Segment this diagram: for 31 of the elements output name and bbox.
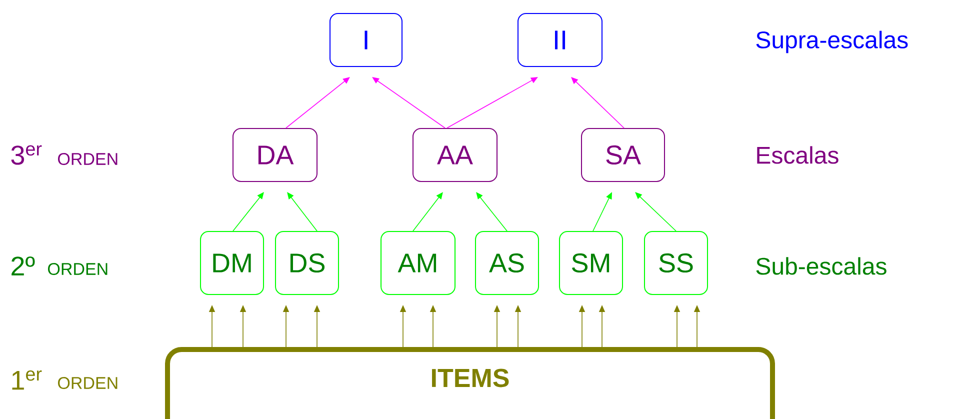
scale-box: II (518, 13, 602, 67)
arrow (232, 192, 264, 232)
arrow (287, 192, 318, 232)
scale-box: DM (200, 231, 264, 295)
scale-box: DA (232, 128, 318, 182)
scale-box: DS (275, 231, 339, 295)
scale-box: AS (475, 231, 539, 295)
scale-box: AA (412, 128, 498, 182)
arrow (372, 77, 446, 128)
level-label: Supra-escalas (756, 30, 908, 54)
scale-box: I (330, 13, 402, 67)
arrow (446, 77, 538, 128)
level-label: ORDEN (58, 376, 118, 390)
arrow (476, 192, 508, 232)
level-label: ORDEN (58, 152, 118, 166)
scale-box: SS (644, 231, 708, 295)
arrow (286, 77, 350, 128)
arrow (635, 192, 676, 232)
level-label: 2º (12, 256, 35, 276)
level-label: 3$^{er}$ (11, 145, 42, 165)
level-label: Sub-escalas (756, 257, 886, 275)
level-label: Escalas (757, 146, 838, 164)
level-label: 1$^{er}$ (12, 370, 42, 390)
items-box (165, 347, 775, 419)
arrow (571, 77, 624, 128)
scale-box: SM (559, 231, 623, 295)
arrow (412, 192, 443, 232)
scale-box: SA (581, 128, 665, 182)
box-label: ITEMS (432, 368, 509, 388)
scale-box: AM (380, 231, 456, 295)
level-label: ORDEN (48, 262, 108, 276)
